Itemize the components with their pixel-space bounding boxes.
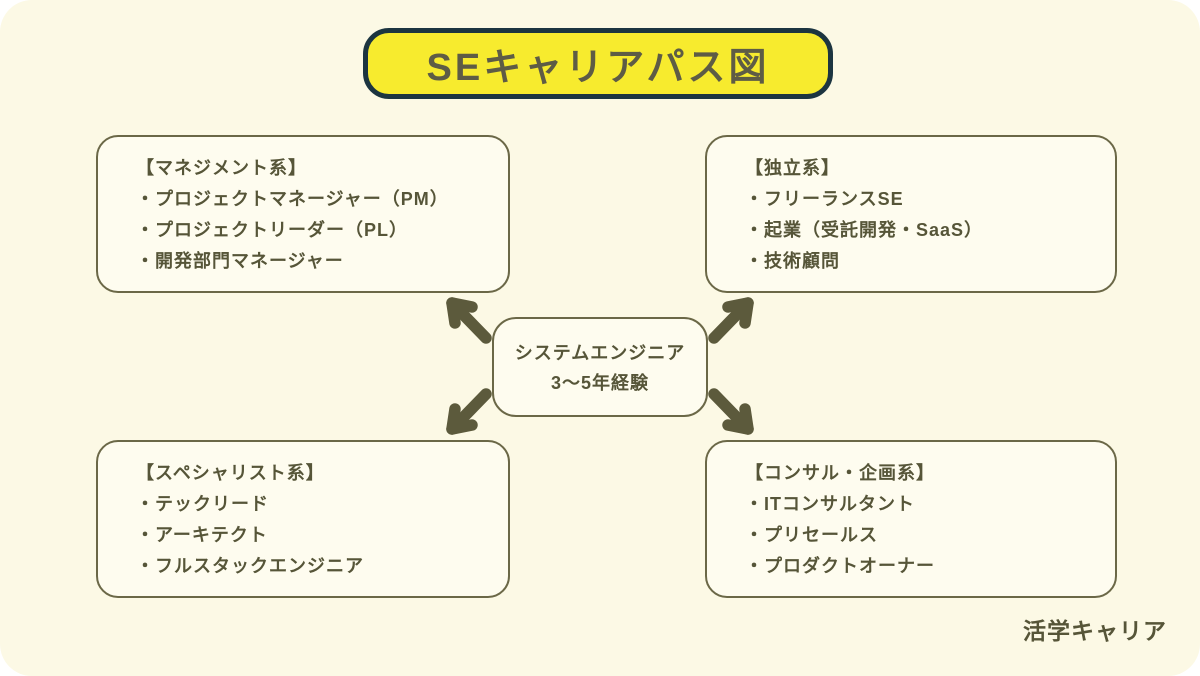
list-item: ・技術顧問 [745,251,840,271]
box-independent-heading: 【独立系】 [745,158,840,178]
list-item: ・起業（受託開発・SaaS） [745,220,984,240]
page-title: SEキャリアパス図 [426,47,770,89]
box-independent-list: ・フリーランスSE ・起業（受託開発・SaaS） ・技術顧問 [745,184,1099,277]
box-specialist-heading: 【スペシャリスト系】 [136,463,325,483]
center-node-line1: システムエンジニア [514,343,686,363]
list-item: ・プロジェクトリーダー（PL） [136,220,408,240]
brand-logo: 活学キャリア [1023,618,1167,644]
arrow-to-consulting-icon [708,388,754,435]
list-item: ・フリーランスSE [745,189,904,209]
box-management-heading: 【マネジメント系】 [136,158,307,178]
box-consulting-heading: 【コンサル・企画系】 [745,463,935,483]
list-item: ・プロジェクトマネージャー（PM） [136,189,449,209]
box-specialist: 【スペシャリスト系】 ・テックリード ・アーキテクト ・フルスタックエンジニア [96,440,510,598]
box-specialist-list: ・テックリード ・アーキテクト ・フルスタックエンジニア [136,489,492,582]
box-management-list: ・プロジェクトマネージャー（PM） ・プロジェクトリーダー（PL） ・開発部門マ… [136,184,492,277]
center-node: システムエンジニア 3〜5年経験 [492,317,708,417]
box-consulting-list: ・ITコンサルタント ・プリセールス ・プロダクトオーナー [745,489,1099,582]
title-banner: SEキャリアパス図 [363,28,833,99]
box-consulting: 【コンサル・企画系】 ・ITコンサルタント ・プリセールス ・プロダクトオーナー [705,440,1117,598]
list-item: ・ITコンサルタント [745,494,915,514]
list-item: ・アーキテクト [136,525,268,545]
list-item: ・プロダクトオーナー [745,556,935,576]
list-item: ・開発部門マネージャー [136,251,344,271]
arrow-to-independent-icon [708,297,754,344]
list-item: ・プリセールス [745,525,878,545]
box-independent: 【独立系】 ・フリーランスSE ・起業（受託開発・SaaS） ・技術顧問 [705,135,1117,293]
arrow-to-specialist-icon [446,388,492,435]
box-management: 【マネジメント系】 ・プロジェクトマネージャー（PM） ・プロジェクトリーダー（… [96,135,510,293]
center-node-line2: 3〜5年経験 [550,373,650,393]
arrow-to-management-icon [446,297,492,344]
list-item: ・テックリード [136,494,269,514]
list-item: ・フルスタックエンジニア [136,556,364,576]
